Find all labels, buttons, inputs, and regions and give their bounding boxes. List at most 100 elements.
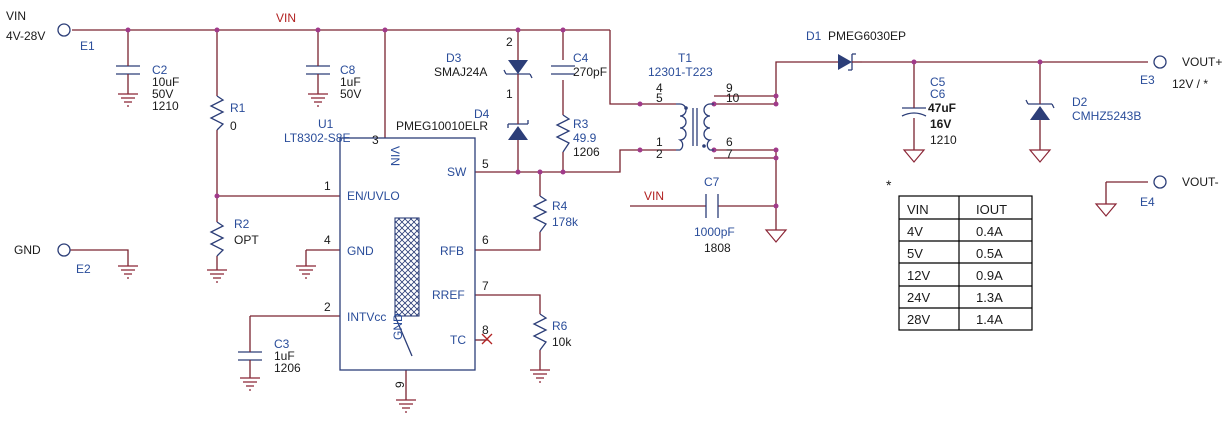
svg-text:INTVcc: INTVcc bbox=[347, 310, 386, 324]
svg-text:D1: D1 bbox=[806, 29, 822, 43]
svg-text:VOUT+: VOUT+ bbox=[1182, 55, 1222, 69]
svg-text:6: 6 bbox=[726, 135, 733, 149]
net-label-vin-c7: VIN bbox=[644, 189, 664, 203]
svg-text:47uF: 47uF bbox=[928, 101, 956, 115]
svg-text:2: 2 bbox=[656, 147, 663, 161]
svg-text:4V-28V: 4V-28V bbox=[6, 29, 45, 43]
svg-text:270pF: 270pF bbox=[573, 65, 607, 79]
table-note: * bbox=[886, 177, 892, 193]
resistor-r3: R3 49.9 1206 bbox=[555, 114, 600, 159]
svg-text:U1: U1 bbox=[318, 117, 334, 131]
svg-text:D3: D3 bbox=[446, 51, 462, 65]
svg-text:C5: C5 bbox=[930, 75, 946, 89]
capacitor-c4: C4 270pF bbox=[551, 51, 607, 79]
svg-text:E1: E1 bbox=[80, 39, 95, 53]
svg-text:1uF: 1uF bbox=[274, 349, 295, 363]
svg-text:2: 2 bbox=[324, 300, 331, 314]
svg-text:E3: E3 bbox=[1140, 73, 1155, 87]
svg-text:OPT: OPT bbox=[234, 233, 259, 247]
diode-d2: D2 CMHZ5243B bbox=[1025, 95, 1141, 123]
svg-text:VIN: VIN bbox=[6, 9, 26, 23]
table-cell: 4V bbox=[907, 224, 923, 239]
svg-text:12301-T223: 12301-T223 bbox=[648, 65, 713, 79]
resistor-r1: R1 0 bbox=[209, 95, 246, 133]
transformer-t1: T1 12301-T223 4 5 1 2 9 10 6 7 bbox=[648, 51, 740, 161]
svg-text:4: 4 bbox=[324, 233, 331, 247]
svg-text:1: 1 bbox=[506, 87, 513, 101]
svg-text:10: 10 bbox=[726, 91, 740, 105]
svg-text:D4: D4 bbox=[474, 107, 490, 121]
svg-text:1206: 1206 bbox=[274, 361, 301, 375]
svg-text:D2: D2 bbox=[1072, 95, 1088, 109]
table-cell: 0.5A bbox=[976, 246, 1003, 261]
svg-text:50V: 50V bbox=[340, 87, 361, 101]
svg-text:E4: E4 bbox=[1140, 195, 1155, 209]
svg-text:R6: R6 bbox=[552, 319, 568, 333]
svg-text:1206: 1206 bbox=[573, 145, 600, 159]
svg-text:1: 1 bbox=[656, 135, 663, 149]
svg-text:C7: C7 bbox=[704, 175, 720, 189]
table-cell: 0.9A bbox=[976, 268, 1003, 283]
table-cell: 1.3A bbox=[976, 290, 1003, 305]
svg-text:5: 5 bbox=[482, 157, 489, 171]
svg-text:RFB: RFB bbox=[440, 244, 464, 258]
svg-text:PMEG6030EP: PMEG6030EP bbox=[828, 29, 906, 43]
resistor-r2: R2 OPT bbox=[209, 217, 259, 257]
table-cell: 28V bbox=[907, 312, 930, 327]
terminal-e4: VOUT- E4 bbox=[1140, 175, 1219, 209]
svg-text:10k: 10k bbox=[552, 335, 572, 349]
svg-text:12V / *: 12V / * bbox=[1172, 77, 1208, 91]
svg-text:7: 7 bbox=[482, 279, 489, 293]
svg-text:LT8302-S8E: LT8302-S8E bbox=[284, 131, 351, 145]
svg-text:1210: 1210 bbox=[930, 133, 957, 147]
svg-text:1: 1 bbox=[324, 179, 331, 193]
svg-text:6: 6 bbox=[482, 233, 489, 247]
resistor-r4: R4 178k bbox=[532, 195, 579, 233]
net-label-vin: VIN bbox=[276, 11, 296, 25]
table-cell: 0.4A bbox=[976, 224, 1003, 239]
svg-text:1000pF: 1000pF bbox=[694, 225, 735, 239]
diode-d3: D3 SMAJ24A 2 1 bbox=[434, 35, 533, 101]
svg-text:GND: GND bbox=[14, 243, 41, 257]
svg-text:1uF: 1uF bbox=[340, 75, 361, 89]
table-cell: 1.4A bbox=[976, 312, 1003, 327]
diode-d1: D1 PMEG6030EP bbox=[806, 29, 906, 71]
diode-d4: D4 PMEG10010ELR bbox=[396, 107, 529, 142]
svg-text:49.9: 49.9 bbox=[573, 131, 597, 145]
svg-text:SMAJ24A: SMAJ24A bbox=[434, 65, 487, 79]
ic-u1: U1 LT8302-S8E EN/UVLO GND INTVcc SW RFB … bbox=[284, 117, 493, 388]
svg-text:7: 7 bbox=[726, 147, 733, 161]
svg-text:C4: C4 bbox=[573, 51, 589, 65]
table-header-iout: IOUT bbox=[976, 202, 1007, 217]
table-cell: 24V bbox=[907, 290, 930, 305]
svg-text:10uF: 10uF bbox=[152, 75, 179, 89]
svg-text:3: 3 bbox=[372, 133, 379, 147]
table-cell: 12V bbox=[907, 268, 930, 283]
svg-text:TC: TC bbox=[450, 333, 466, 347]
svg-text:R1: R1 bbox=[230, 101, 246, 115]
table-cell: 5V bbox=[907, 246, 923, 261]
svg-text:C8: C8 bbox=[340, 63, 356, 77]
capacitor-c2: C2 10uF 50V 1210 bbox=[116, 60, 179, 113]
resistor-r6: R6 10k bbox=[532, 313, 572, 351]
svg-text:SW: SW bbox=[447, 165, 467, 179]
svg-text:R3: R3 bbox=[573, 117, 589, 131]
table-header-vin: VIN bbox=[907, 202, 929, 217]
svg-text:R2: R2 bbox=[234, 217, 250, 231]
svg-text:1210: 1210 bbox=[152, 99, 179, 113]
svg-text:PMEG10010ELR: PMEG10010ELR bbox=[396, 119, 488, 133]
svg-text:8: 8 bbox=[482, 323, 489, 337]
svg-text:VIN: VIN bbox=[388, 146, 402, 166]
svg-text:C6: C6 bbox=[930, 87, 946, 101]
svg-text:4: 4 bbox=[656, 81, 663, 95]
vin-iout-table: * VIN IOUT 4V 0.4A 5V 0.5A 12V 0.9A 24V … bbox=[886, 177, 1033, 331]
svg-text:C2: C2 bbox=[152, 63, 168, 77]
svg-text:50V: 50V bbox=[152, 87, 173, 101]
terminal-e3: VOUT+ 12V / * E3 bbox=[1140, 55, 1222, 91]
svg-text:2: 2 bbox=[506, 35, 513, 49]
svg-text:VOUT-: VOUT- bbox=[1182, 175, 1219, 189]
svg-text:GND: GND bbox=[391, 313, 405, 340]
svg-text:GND: GND bbox=[347, 244, 374, 258]
svg-text:EN/UVLO: EN/UVLO bbox=[347, 189, 400, 203]
